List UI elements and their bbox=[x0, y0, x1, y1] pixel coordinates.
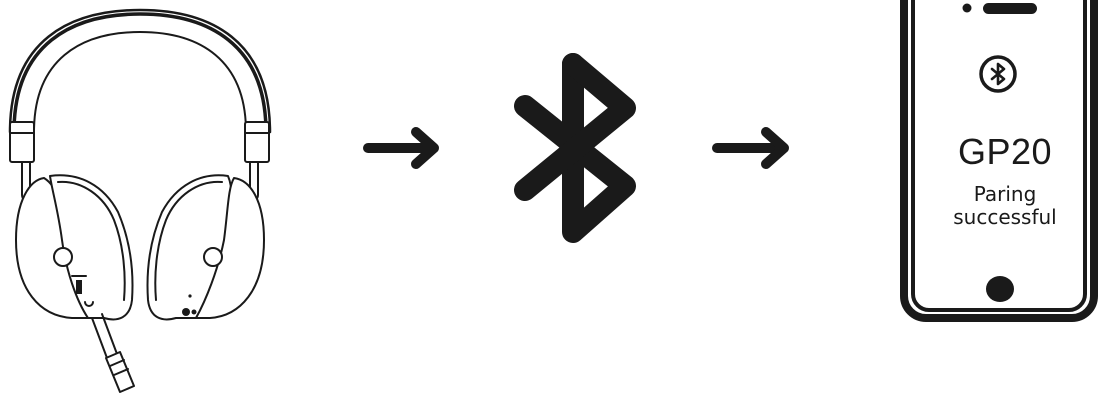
headset-icon bbox=[8, 8, 272, 393]
pairing-status-text: Paring successful bbox=[905, 183, 1098, 229]
bluetooth-badge-icon bbox=[979, 55, 1017, 93]
pairing-status-line2: successful bbox=[953, 205, 1057, 229]
pairing-status-line1: Paring bbox=[973, 182, 1037, 206]
device-model-label: GP20 bbox=[957, 131, 1053, 172]
